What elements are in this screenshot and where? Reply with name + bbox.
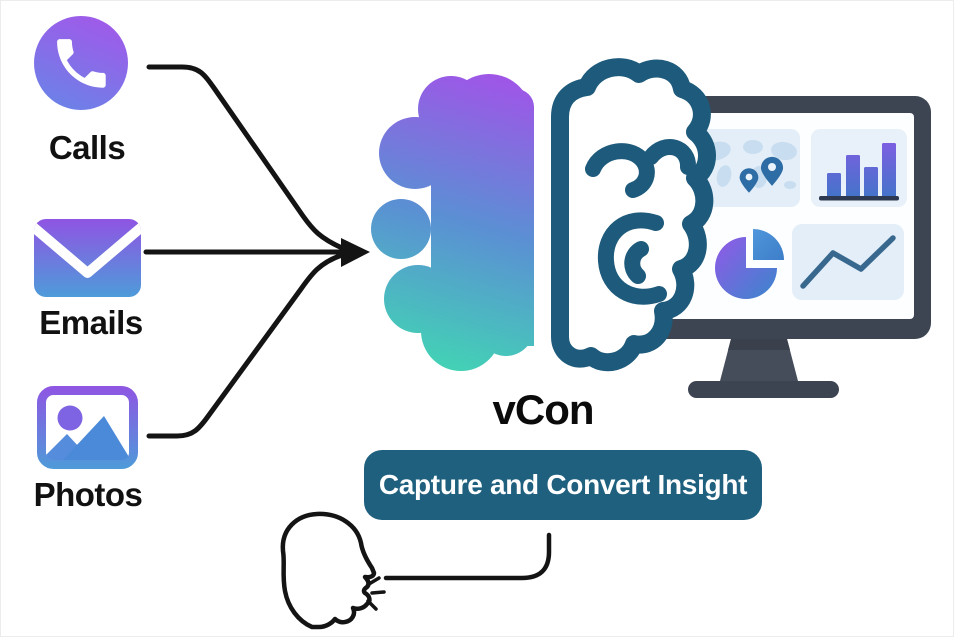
photo-sun [57, 405, 83, 431]
converging-arrows [143, 64, 370, 439]
bar-chart-baseline [819, 196, 899, 201]
banner-label: Capture and Convert Insight [378, 469, 748, 500]
pie-main-three-quarters [715, 237, 777, 299]
brain-fold-ear [597, 212, 667, 305]
arrow-from-calls [146, 64, 345, 251]
location-pin-icon-small [739, 168, 759, 193]
phone-icon-circle [34, 16, 128, 110]
speech-connector-line [383, 532, 552, 581]
brain-right-outline-half [551, 58, 716, 372]
line-chart-panel [792, 224, 904, 300]
brain-fold-upper-right [643, 139, 696, 175]
envelope-icon [34, 219, 141, 297]
phone-handset-glyph [57, 39, 106, 88]
brain-left-gradient-half [371, 74, 534, 371]
photo-big-mountain [61, 416, 129, 460]
head-profile [280, 511, 377, 630]
brain-fold-inner [624, 241, 649, 284]
calls-label: Calls [48, 129, 126, 166]
arrowhead [341, 238, 370, 267]
monitor-stand-base [688, 381, 839, 398]
insight-banner: Capture and Convert Insight [364, 450, 762, 520]
envelope-body [34, 219, 141, 297]
arrow-from-photos [146, 252, 345, 439]
photo-image-icon [37, 386, 138, 469]
talking-head-icon [280, 511, 386, 630]
line-chart-line [800, 235, 896, 289]
bar-chart-panel [811, 129, 907, 207]
photos-label: Photos [33, 476, 143, 513]
speech-lines-icon [366, 576, 386, 611]
location-pin-icon [760, 156, 784, 186]
brain-fold-top [585, 143, 655, 198]
vcon-title: vCon [492, 386, 595, 433]
emails-label: Emails [39, 304, 143, 341]
envelope-flap [34, 220, 141, 278]
pie-exploded-quarter [753, 229, 784, 260]
phone-call-icon [34, 16, 128, 110]
monitor-stand-shadow [728, 339, 790, 350]
bar-chart-bars [827, 143, 896, 197]
pie-chart-icon [715, 229, 784, 299]
